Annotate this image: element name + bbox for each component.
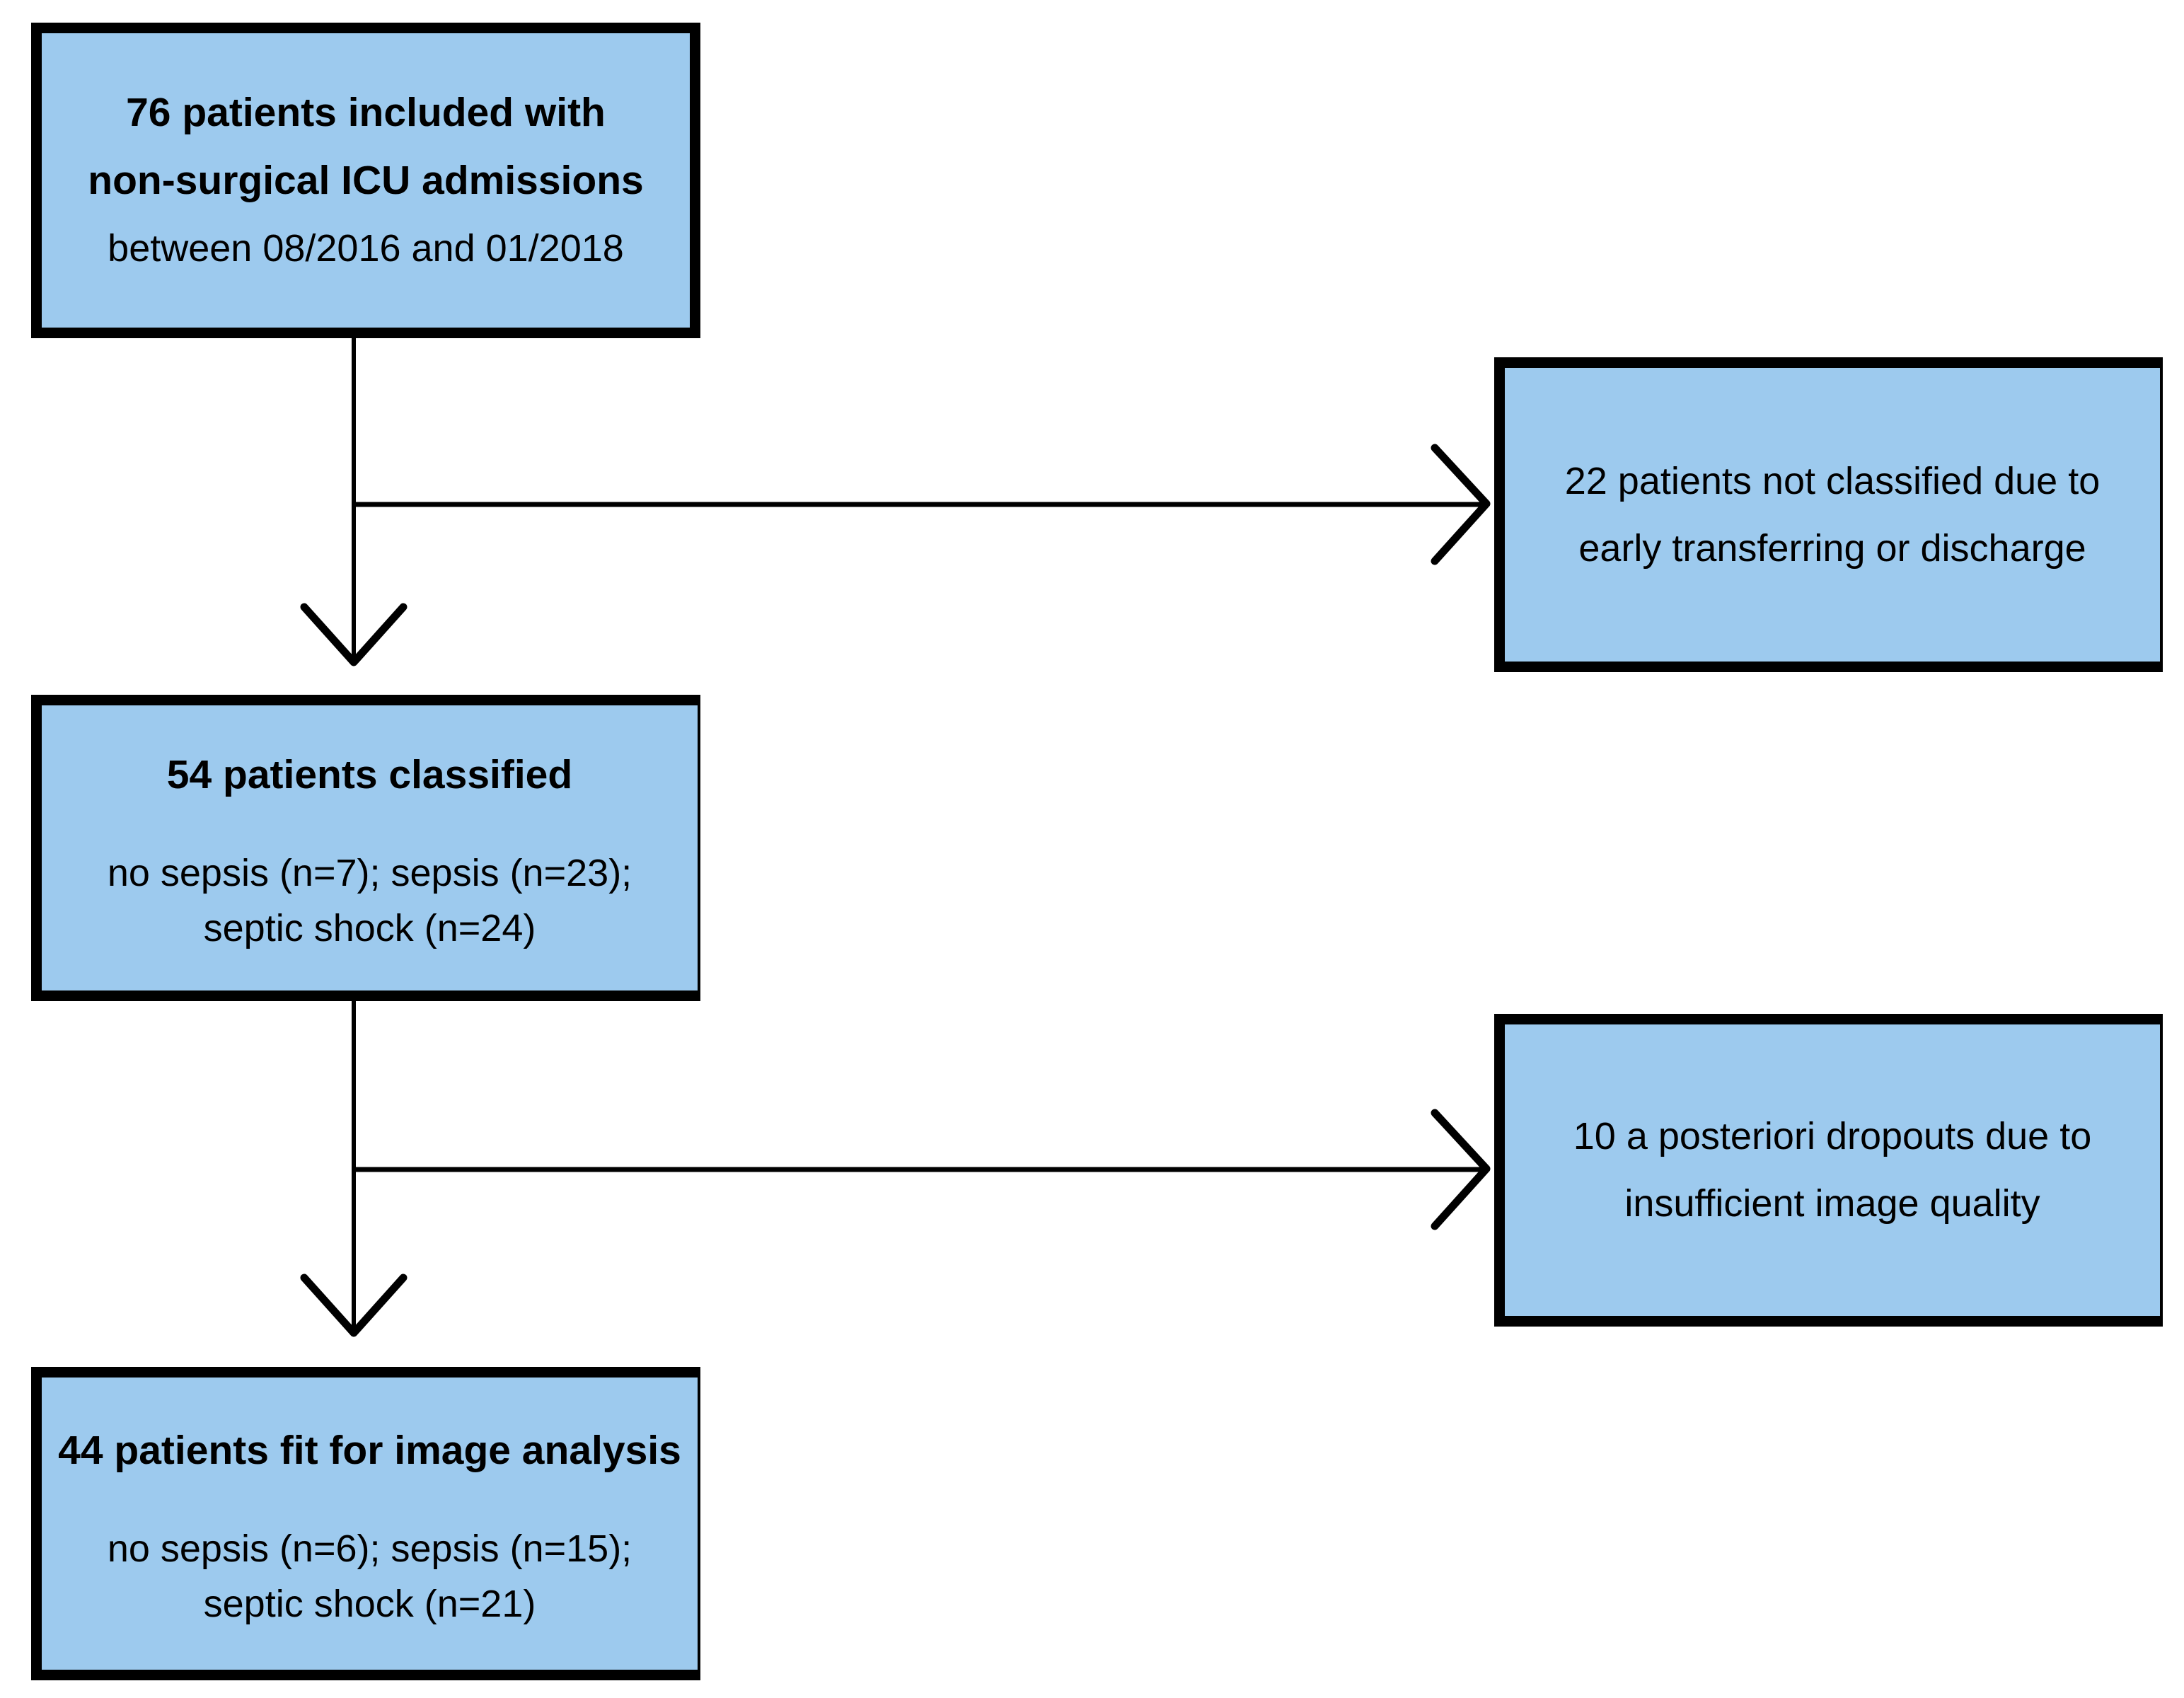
fit-detail-line1: no sepsis (n=6); sepsis (n=15); [107, 1527, 632, 1570]
arrow-down-head-icon [300, 603, 408, 666]
fit-detail-line2: septic shock (n=21) [203, 1582, 536, 1625]
arrow-right-head-icon [1431, 444, 1491, 565]
arrow-classified-to-fit [300, 1001, 408, 1337]
included-title-line2: non-surgical ICU admissions [88, 158, 644, 203]
fit-title: 44 patients fit for image analysis [58, 1427, 681, 1473]
arrow-to-not-classified [354, 444, 1491, 565]
flow-box-classified: 54 patients classified no sepsis (n=7); … [31, 695, 700, 1001]
dropouts-line1: 10 a posteriori dropouts due to [1573, 1115, 2092, 1157]
flow-box-not-classified: 22 patients not classified due to early … [1494, 357, 2163, 672]
classified-detail-line1: no sepsis (n=7); sepsis (n=23); [107, 851, 632, 894]
arrow-right-head-icon [1431, 1109, 1491, 1230]
included-title-line1: 76 patients included with [126, 90, 606, 135]
not-classified-line2: early transferring or discharge [1578, 526, 2086, 570]
included-subtitle: between 08/2016 and 01/2018 [108, 227, 624, 270]
classified-detail-line2: septic shock (n=24) [203, 906, 536, 949]
not-classified-line1: 22 patients not classified due to [1564, 459, 2101, 502]
flow-box-dropouts: 10 a posteriori dropouts due to insuffic… [1494, 1014, 2163, 1327]
flow-box-included-patients: 76 patients included with non-surgical I… [31, 23, 700, 338]
arrow-to-dropouts [354, 1109, 1491, 1230]
dropouts-line2: insufficient image quality [1624, 1182, 2040, 1225]
flow-box-fit-for-analysis: 44 patients fit for image analysis no se… [31, 1367, 700, 1680]
arrow-down-head-icon [300, 1274, 408, 1337]
classified-title: 54 patients classified [166, 751, 573, 797]
arrow-included-to-classified [300, 338, 408, 666]
